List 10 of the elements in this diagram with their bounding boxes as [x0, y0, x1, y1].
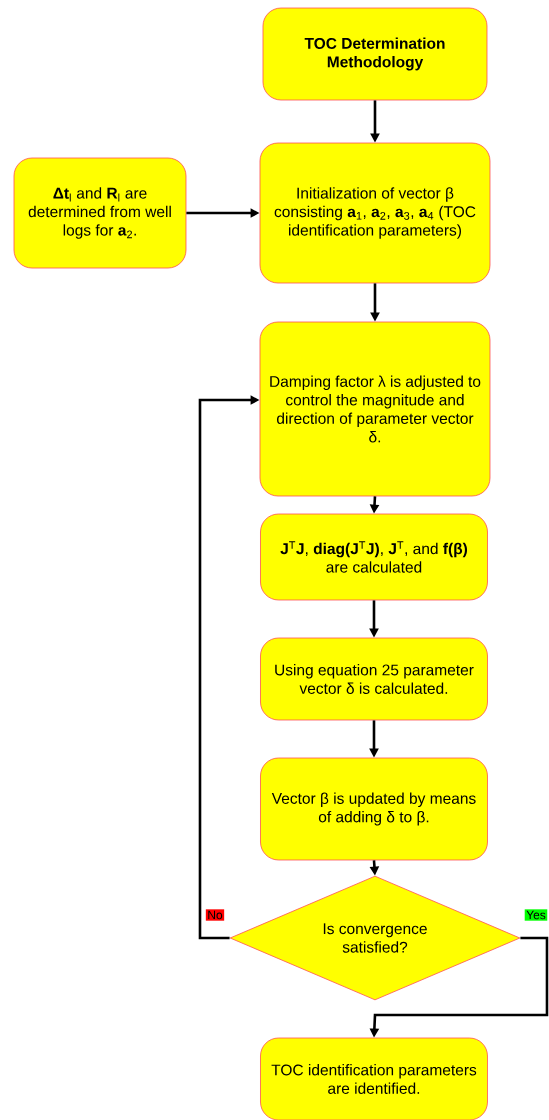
process-box: TOC identification parameters are identified. — [260, 1037, 488, 1120]
process-box: TOC Determination Methodology — [262, 7, 488, 101]
process-box: Damping factor λ is adjusted to control the magnitude and direction of parameter vector δ. — [259, 321, 491, 497]
process-box: Δt$_{l}$ and R$_{l}$ are determined from well logs for a$_{2}$. — [13, 157, 187, 269]
process-box: Vector β is updated by means of adding δ to β. — [260, 757, 488, 861]
process-box: J$^{T}$J, diag(J$^{T}$J), J$^{T}$, and f(β) are calculated — [260, 513, 488, 601]
process-box: Initialization of vector β consisting a$_{1}$, a$_{2}$, a$_{3}$, a$_{4}$ (TOC identification parameters) — [259, 142, 491, 284]
edge-label: No — [205, 909, 225, 921]
process-box: Using equation 25 parameter vector δ is calculated. — [260, 637, 488, 721]
edge-label: Yes — [524, 909, 548, 921]
